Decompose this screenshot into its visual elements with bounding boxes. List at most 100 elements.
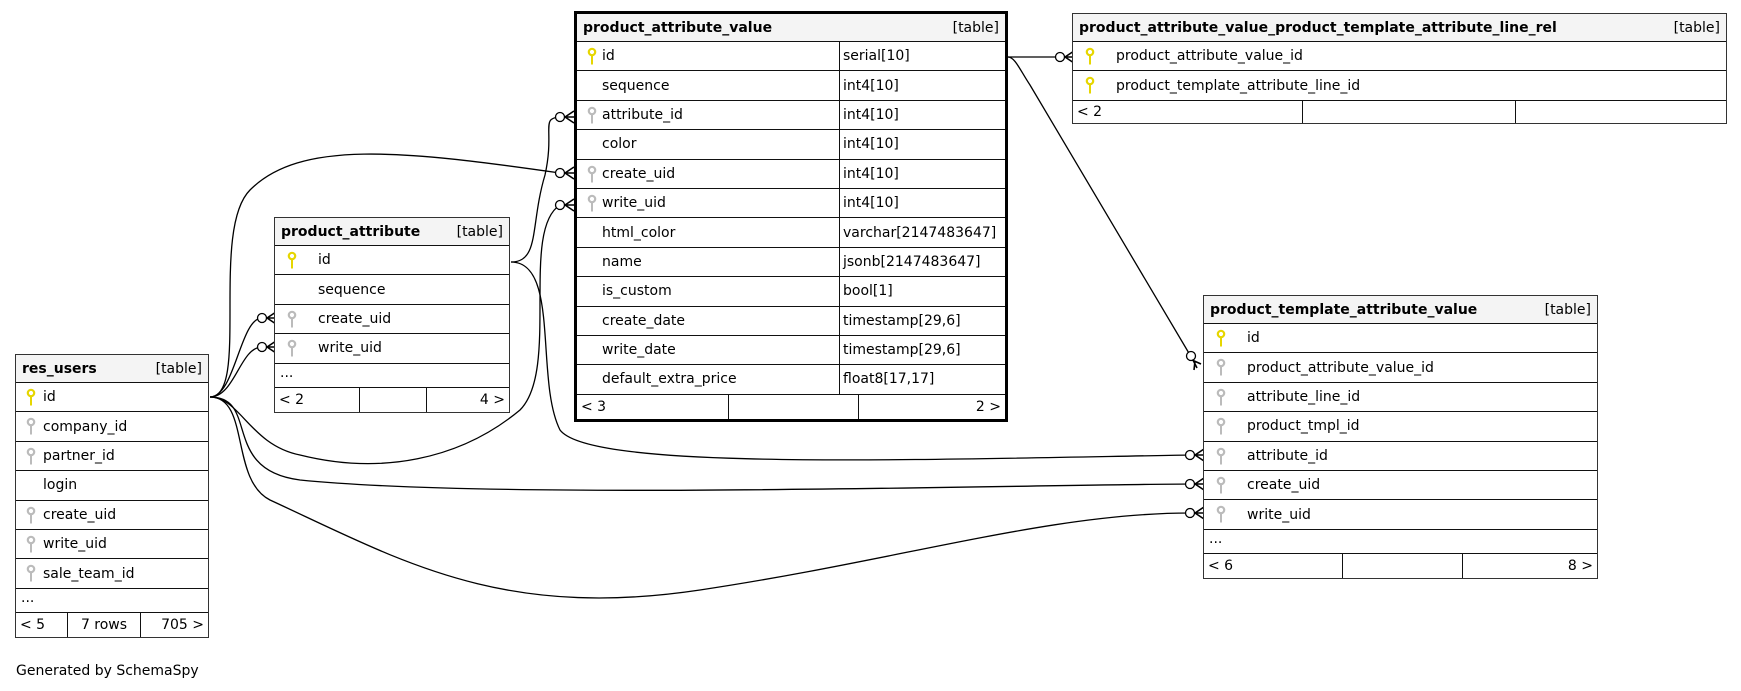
relationship-edge[interactable] <box>1007 56 1194 361</box>
column-name: create_uid <box>43 506 117 523</box>
optional-marker <box>1185 350 1197 362</box>
primary-key-icon <box>1085 47 1099 67</box>
column-name: sale_team_id <box>43 565 135 582</box>
table-type: [table] <box>952 19 999 36</box>
column-row[interactable]: sale_team_id <box>16 559 208 589</box>
column-row[interactable]: product_tmpl_id <box>1204 412 1597 442</box>
foreign-key-icon <box>287 310 301 330</box>
parents-count[interactable]: < 2 <box>1077 103 1103 120</box>
column-name: id <box>43 389 56 406</box>
column-row[interactable]: attribute_id <box>1204 442 1597 471</box>
table-type: [table] <box>155 360 202 377</box>
table-name: product_attribute_value_product_template… <box>1079 19 1557 36</box>
column-row[interactable]: create_uid <box>275 305 509 335</box>
crows-foot-marker <box>1194 448 1205 462</box>
column-row[interactable]: create_uid <box>1204 471 1597 501</box>
column-row[interactable]: product_attribute_value_id <box>1204 353 1597 383</box>
column-name: id <box>1247 330 1260 347</box>
foreign-key-icon <box>1216 447 1230 467</box>
relationship-edge[interactable] <box>510 116 561 263</box>
column-name: attribute_line_id <box>1247 388 1361 405</box>
column-row[interactable]: write_uid <box>16 530 208 560</box>
parents-count[interactable]: < 3 <box>581 398 607 415</box>
parents-count[interactable]: < 2 <box>279 391 305 408</box>
column-name: default_extra_price <box>602 371 737 388</box>
column-name: is_custom <box>602 283 672 300</box>
table-header: product_attribute_value_product_template… <box>1073 14 1726 42</box>
column-name: write_uid <box>602 195 666 212</box>
table-product-attribute-value-product-template-attribute-line-rel[interactable]: product_attribute_value_product_template… <box>1072 13 1727 124</box>
table-footer: < 3 2 > <box>577 394 1005 419</box>
column-name: create_date <box>602 312 686 329</box>
column-row[interactable]: id <box>16 383 208 413</box>
column-row[interactable]: company_id <box>16 412 208 442</box>
column-row[interactable]: write_uid <box>275 334 509 364</box>
table-product-template-attribute-value[interactable]: product_template_attribute_value [table]… <box>1203 295 1598 579</box>
optional-marker <box>554 167 566 179</box>
foreign-key-icon <box>1216 358 1230 378</box>
row-count: 7 rows <box>67 612 140 637</box>
column-name: product_tmpl_id <box>1247 418 1360 435</box>
parents-count[interactable]: < 6 <box>1208 557 1234 574</box>
crows-foot-marker <box>1191 359 1202 371</box>
column-row[interactable]: partner_id <box>16 442 208 472</box>
column-row[interactable]: create_uid <box>16 501 208 530</box>
children-count[interactable]: 2 > <box>858 394 1005 419</box>
children-count[interactable]: 8 > <box>1462 553 1597 578</box>
column-row[interactable]: id <box>275 246 509 276</box>
children-count[interactable]: 705 > <box>140 612 208 637</box>
column-row[interactable]: attribute_line_id <box>1204 383 1597 413</box>
generated-by-label: Generated by SchemaSpy <box>16 663 199 679</box>
relationship-edge[interactable] <box>209 204 561 465</box>
row-count <box>1302 100 1515 123</box>
foreign-key-icon <box>1216 388 1230 408</box>
column-row[interactable]: write_uid <box>1204 500 1597 530</box>
relationship-edge[interactable] <box>209 317 263 398</box>
table-footer: < 2 <box>1073 100 1726 123</box>
optional-marker <box>554 199 566 211</box>
primary-key-icon <box>287 251 301 271</box>
column-row[interactable]: login <box>16 471 208 501</box>
children-count[interactable] <box>1515 100 1726 123</box>
relationship-edge[interactable] <box>209 346 263 398</box>
parents-count[interactable]: < 5 <box>20 616 46 633</box>
table-header: product_template_attribute_value [table] <box>1204 296 1597 324</box>
table-name: product_attribute <box>281 223 421 240</box>
relationship-edge[interactable] <box>510 261 1191 461</box>
foreign-key-icon <box>26 506 40 526</box>
column-row[interactable]: id <box>1204 324 1597 354</box>
relationship-edge[interactable] <box>209 396 1191 491</box>
relationship-edge[interactable] <box>209 396 1191 599</box>
column-row[interactable]: product_attribute_value_id <box>1073 42 1726 72</box>
primary-key-icon <box>1216 329 1230 349</box>
row-count <box>359 387 426 412</box>
table-name: product_attribute_value <box>583 19 773 36</box>
table-name: product_template_attribute_value <box>1210 301 1478 318</box>
column-row[interactable]: product_template_attribute_line_id <box>1073 71 1726 101</box>
relationship-edge[interactable] <box>209 153 561 398</box>
foreign-key-icon <box>1216 417 1230 437</box>
table-footer: < 5 7 rows 705 > <box>16 612 208 637</box>
column-row[interactable]: sequence <box>275 275 509 305</box>
children-count[interactable]: 4 > <box>426 387 509 412</box>
primary-key-icon <box>587 47 601 67</box>
foreign-key-icon <box>26 564 40 584</box>
optional-marker <box>1184 507 1196 519</box>
table-footer: < 2 4 > <box>275 387 509 412</box>
optional-marker <box>256 341 268 353</box>
